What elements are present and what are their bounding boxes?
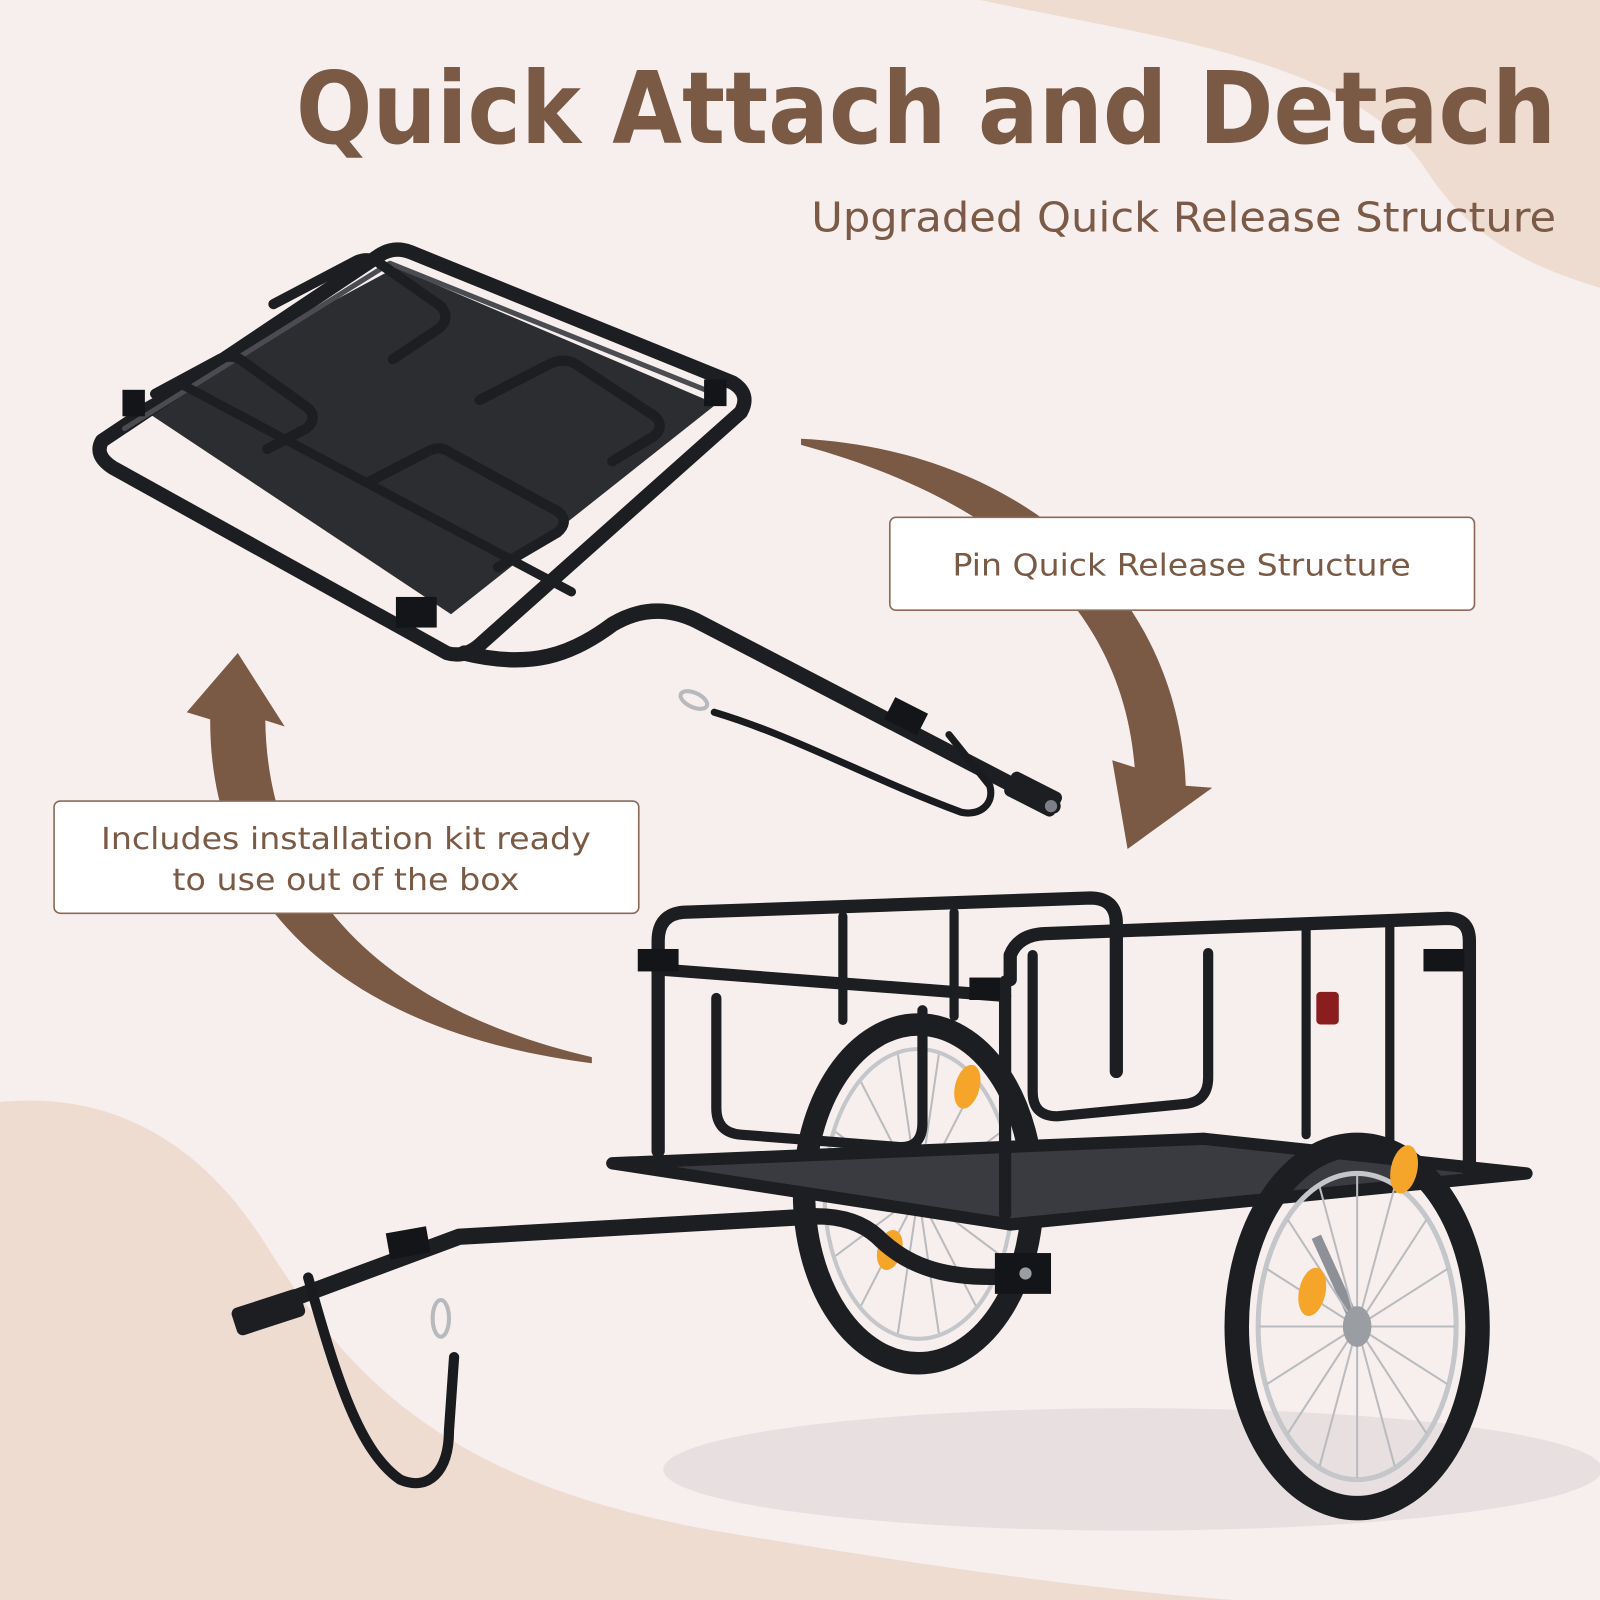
trailer-drawbar [236, 1208, 1029, 1325]
right-wheel-rim [1255, 1170, 1459, 1483]
spoke [1287, 1325, 1358, 1434]
cage-front-top-rail [652, 963, 1012, 1003]
callout-installation-kit-box [53, 800, 640, 915]
folded-trailer-bracket [122, 389, 145, 417]
folded-trailer-center-rail [173, 378, 577, 597]
spoke [1356, 1325, 1428, 1434]
background-blob-top-right [979, 0, 1600, 288]
folded-trailer-u-rail [474, 355, 665, 467]
cage-pin-clip [969, 977, 1000, 1000]
callout-installation-kit: Includes installation kit ready to use o… [53, 800, 640, 915]
folded-trailer-u-rail [150, 351, 318, 455]
right-wheel-reflector [1390, 1145, 1419, 1194]
right-wheel [1224, 1132, 1490, 1521]
callout-pin-release-text: Pin Quick Release Structure [953, 549, 1411, 584]
callout-installation-kit-line2: to use out of the box [172, 863, 519, 898]
spoke [1318, 1186, 1359, 1327]
drawbar-mount-bolt [1019, 1267, 1032, 1280]
right-wheel-tire [1224, 1132, 1490, 1521]
trailer-hitch [231, 1289, 306, 1336]
spoke [1356, 1186, 1396, 1327]
trailer-cage [637, 891, 1477, 1221]
spoke [1356, 1325, 1449, 1386]
carabiner-icon [430, 1297, 452, 1339]
folded-trailer-u-rail [268, 253, 451, 365]
right-wheel-reflector [1298, 1267, 1327, 1316]
carabiner-icon [678, 689, 710, 711]
cage-left-end-frame [651, 891, 1123, 1158]
page-title: Quick Attach and Detach [296, 50, 1556, 167]
folded-trailer-drawbar [456, 603, 1061, 814]
tail-light [1316, 991, 1339, 1025]
callout-installation-kit-line1: Includes installation kit ready [101, 822, 591, 857]
right-wheel-spokes [1259, 1175, 1456, 1478]
folded-trailer-strap [710, 708, 995, 817]
cage-pin-clip [637, 948, 679, 972]
right-wheel-hub [1342, 1306, 1372, 1347]
background-blob-bottom-left [0, 1100, 1235, 1600]
folded-trailer-bracket [395, 596, 437, 628]
spoke [1318, 1326, 1359, 1467]
coupler-clamp [385, 1226, 431, 1260]
cage-inner-u-bar [711, 992, 928, 1153]
folded-trailer-outer-frame [92, 242, 752, 662]
folded-trailer [92, 242, 1063, 817]
folded-trailer-inner-rail [121, 260, 723, 432]
cage-inner-u-bar [1027, 947, 1214, 1122]
folded-trailer-bracket [704, 379, 727, 407]
folded-trailer-coupler-clamp [884, 697, 929, 736]
spoke [1356, 1219, 1428, 1328]
folded-trailer-u-rail [364, 443, 569, 573]
folded-trailer-hitch-bolt [1044, 800, 1058, 813]
cage-right-frame [1003, 911, 1477, 1181]
callout-pin-release-box [888, 516, 1476, 612]
callout-pin-release: Pin Quick Release Structure [888, 516, 1476, 612]
cage-pin-clip [1423, 948, 1465, 972]
left-wheel-reflector [954, 1064, 981, 1109]
spoke [1356, 1326, 1396, 1467]
assembled-trailer [231, 891, 1600, 1531]
folded-trailer-board [137, 267, 717, 615]
spoke [1266, 1325, 1358, 1386]
spoke [1356, 1267, 1449, 1328]
page-subtitle: Upgraded Quick Release Structure [811, 194, 1556, 242]
safety-strap [303, 1272, 460, 1489]
